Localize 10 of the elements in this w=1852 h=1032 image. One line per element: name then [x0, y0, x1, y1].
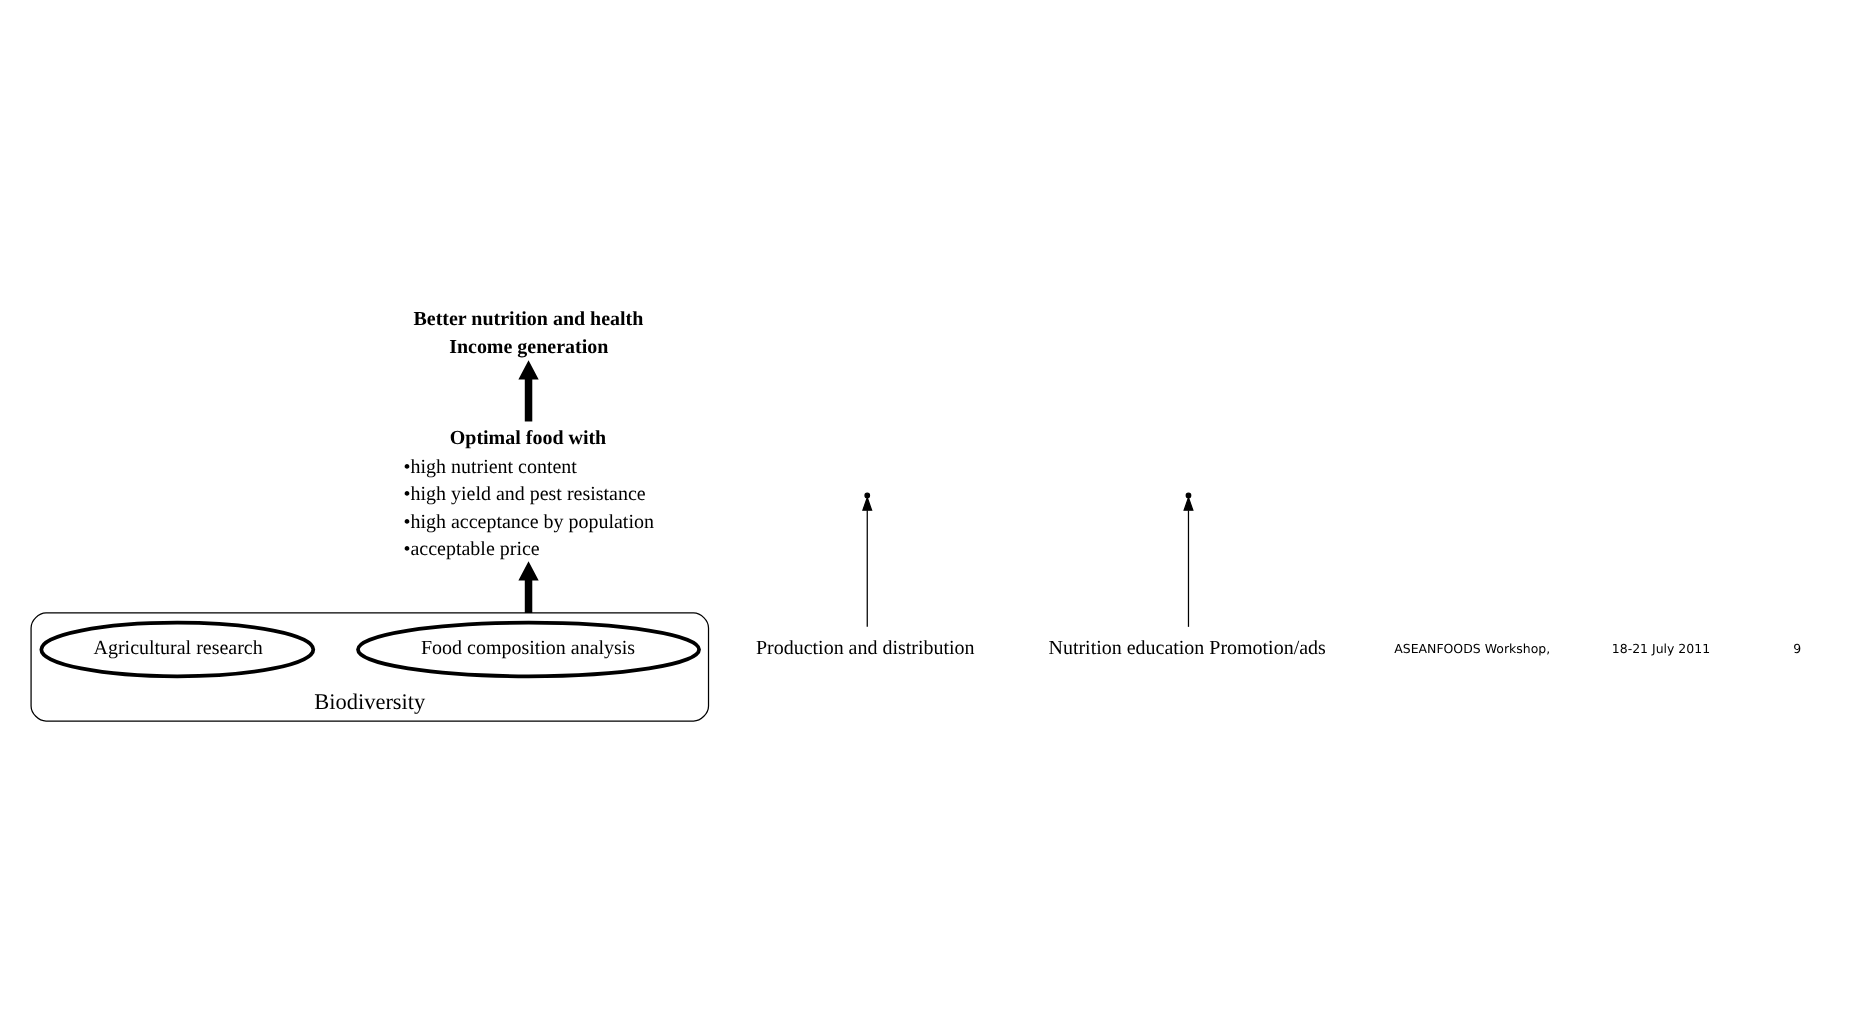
arrow — [518, 560, 539, 612]
arrow — [862, 494, 873, 627]
node-ellipse: Food composition analysis — [356, 619, 701, 678]
node-text: Optimal food with •high nutrient content •high yield and pest resistance •high acceptance by population •acceptable price — [403, 426, 654, 561]
arrow — [518, 359, 539, 421]
node-ellipse: Agricultural research — [39, 619, 316, 678]
node-text: Better nutrition and health Income generation — [413, 308, 644, 358]
node-text: Nutrition education Promotion/ads — [1048, 637, 1326, 660]
node-text: Production and distribution — [756, 637, 975, 660]
arrow — [1183, 494, 1194, 627]
